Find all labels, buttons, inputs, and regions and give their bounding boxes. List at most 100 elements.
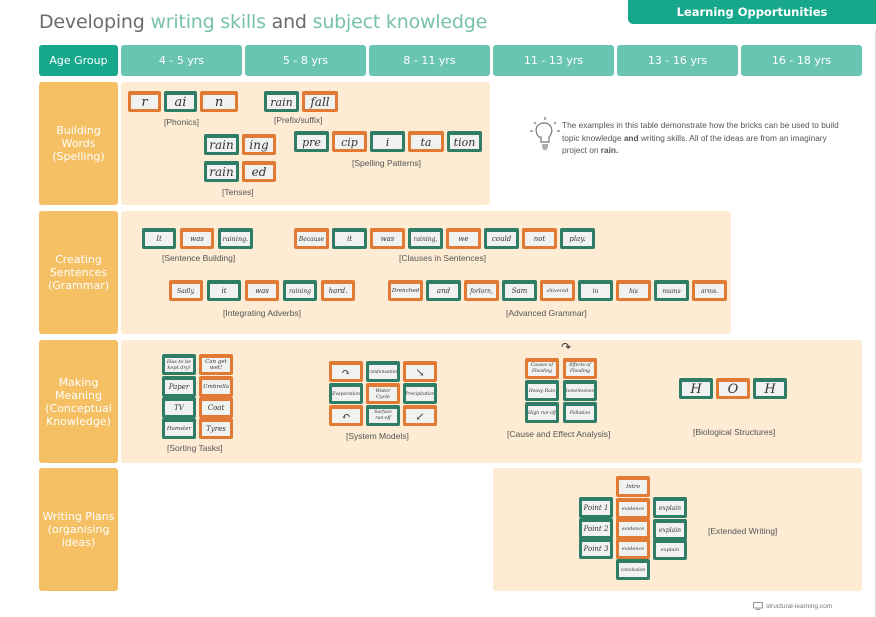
brick: pre [294,131,329,152]
brick: Point 2 [579,518,613,539]
brick: play. [560,228,595,249]
brick: not [522,228,557,249]
brick: evidence [616,498,650,519]
brick: explain [653,539,687,560]
caption-clauses: [Clauses in Sentences] [399,253,486,263]
brick: ta [408,131,444,152]
brick: forlorn, [464,280,499,301]
header-age-group: Age Group [39,45,118,76]
brick: Sadly, [169,280,203,301]
brick: Point 1 [579,497,613,518]
brick: Hamster [162,418,196,439]
lightbulb-icon [530,117,560,150]
brick: raining. [218,228,253,249]
learning-opportunities-tab[interactable]: Learning Opportunities [628,0,876,24]
brick: Homelessness [563,380,597,401]
brick: Water Cycle [366,383,400,404]
brick: shivered [540,280,575,301]
brick: i [370,131,405,152]
brick: his [616,280,651,301]
brick: ai [164,91,197,112]
brick: ing [242,134,276,155]
row-label-writing-plans: Writing Plans (organising ideas) [39,468,118,591]
info-text: The examples in this table demonstrate h… [562,120,839,155]
brick: ↶ [329,405,363,426]
brick: Paper [162,376,196,397]
page-title: Developing writing skills and subject kn… [39,11,488,33]
brick: O [716,378,750,399]
brick: Coat [199,397,233,418]
brick: was [180,228,214,249]
brick: It [142,228,176,249]
brick: was [245,280,279,301]
brick: Drenched [388,280,423,301]
brick: fall [302,91,338,112]
brick: could [484,228,519,249]
brick: it [332,228,367,249]
brick: it [207,280,241,301]
brick: explain [653,519,687,540]
caption-biological: [Biological Structures] [693,427,776,437]
caption-prefix-suffix: [Prefix/suffix] [274,115,323,125]
brick: mums [654,280,689,301]
row-label-building-words: Building Words (Spelling) [39,82,118,205]
monitor-icon [753,602,763,610]
brick: rain [264,91,299,112]
brick: was [370,228,405,249]
brick: raining [283,280,317,301]
caption-sorting: [Sorting Tasks] [167,443,223,453]
brick: Has to be kept dry! [162,354,196,375]
brick: ↙ [403,405,437,426]
brick: raining, [408,228,443,249]
brick: Sam [502,280,537,301]
header-age-16-18: 16 - 18 yrs [741,45,862,76]
brick: we [446,228,481,249]
brick: evidence [616,538,650,559]
brick: ↷ [329,361,363,382]
brick: Precipitation [403,383,437,404]
caption-phonics: [Phonics] [164,117,199,127]
caption-sentence-building: [Sentence Building] [162,253,236,263]
brick: H [679,378,713,399]
brick: n [200,91,238,112]
brick: Surface run-off [366,405,400,426]
brick: ed [242,161,276,182]
caption-extended-writing: [Extended Writing] [708,526,778,536]
header-age-13-16: 13 - 16 yrs [617,45,738,76]
brick: ↘ [403,361,437,382]
brick: Heavy Rain [525,380,559,401]
caption-system-models: [System Models] [346,431,409,441]
caption-adverbs: [Integrating Adverbs] [223,308,301,318]
brick: Causes of Flooding [525,358,559,379]
cycle-arrow-icon: ↷ [561,340,572,354]
brick: Pollution [563,402,597,423]
panel-making-meaning [121,340,862,463]
brick: conclusion [616,559,650,580]
brick: arms. [692,280,727,301]
brick: evidence [616,518,650,539]
brick: Can get wet! [199,354,233,375]
brick: rain [204,161,239,182]
brick: TV [162,397,196,418]
brick: Because [294,228,329,249]
brick: in [578,280,613,301]
brick: r [128,91,161,112]
row-label-making-meaning: Making Meaning (Conceptual Knowledge) [39,340,118,463]
brick: and [426,280,461,301]
header-age-11-13: 11 - 13 yrs [493,45,614,76]
brick: Tyres [199,418,233,439]
brick: Umbrella [199,376,233,397]
brick: H [753,378,787,399]
caption-tenses: [Tenses] [222,187,254,197]
brick: explain [653,497,687,518]
brick: Effects of Flooding [563,358,597,379]
header-age-8-11: 8 - 11 yrs [369,45,490,76]
brick: rain [204,134,239,155]
footer-link[interactable]: structural-learning.com [753,602,832,610]
header-age-4-5: 4 - 5 yrs [121,45,242,76]
brick: Intro [616,476,650,497]
caption-cause-effect: [Cause and Effect Analysis] [507,429,611,439]
header-age-5-8: 5 - 8 yrs [245,45,366,76]
caption-spelling-patterns: [Spelling Patterns] [352,158,421,168]
row-label-creating-sentences: Creating Sentences (Grammar) [39,211,118,334]
